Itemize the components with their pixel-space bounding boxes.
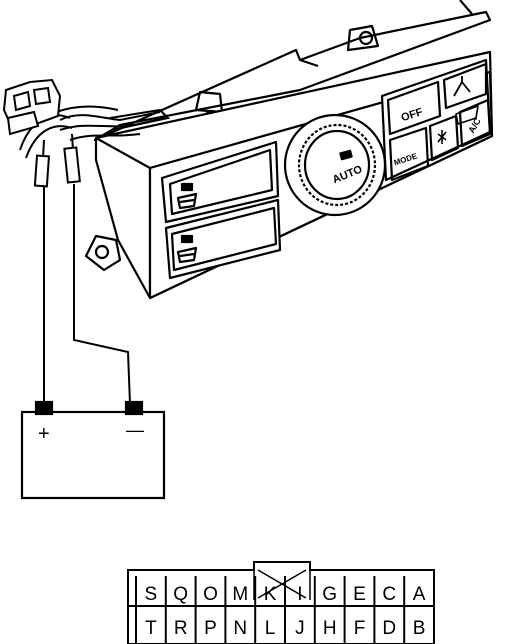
pin-label-a: A [413, 584, 426, 605]
pin-label-k: K [264, 584, 277, 605]
battery-body [20, 410, 166, 500]
pin-label-b: B [413, 618, 426, 639]
harness-connector-plug [2, 78, 62, 136]
recirculation-button[interactable] [442, 62, 488, 110]
temperature-knob[interactable]: AUTO [283, 113, 387, 217]
fresh-air-icon [455, 105, 479, 125]
climate-control-panel: AUTO OFF MODE [84, 0, 494, 300]
fan-speed-button[interactable] [428, 114, 460, 162]
pin-label-d: D [382, 618, 396, 639]
pin-label-h: H [323, 618, 337, 639]
auto-indicator-light [339, 149, 353, 161]
pin-label-m: M [232, 584, 248, 605]
wire-harness [2, 78, 171, 405]
pin-label-i: I [297, 584, 302, 605]
pin-label-n: N [233, 618, 247, 639]
lead-wire-negative [63, 133, 131, 405]
pin-label-j: J [295, 618, 305, 639]
pin-label-q: Q [173, 584, 188, 605]
pin-label-c: C [382, 584, 396, 605]
pin-label-f: F [354, 618, 366, 639]
battery-negative-terminal [124, 400, 144, 416]
pin-label-l: L [265, 618, 276, 639]
pin-label-p: P [204, 618, 217, 639]
panel-rear-bracket [93, 10, 492, 142]
pin-label-o: O [203, 584, 218, 605]
recirculation-icon [453, 76, 471, 97]
battery-negative-label: — [126, 420, 144, 440]
lead-wire-positive [33, 139, 51, 404]
battery-positive-terminal [34, 400, 54, 416]
mounting-tab-top-right [346, 24, 380, 52]
front-defrost-icon [176, 246, 198, 264]
pin-label-g: G [322, 584, 337, 605]
rear-defrost-icon [176, 192, 198, 210]
pin-label-r: R [174, 618, 188, 639]
pin-label-s: S [145, 584, 158, 605]
front-defrost-button[interactable] [164, 198, 282, 280]
connector-key-tab [253, 569, 311, 600]
rear-defrost-button[interactable] [160, 140, 280, 224]
mounting-tab-bottom-left [84, 234, 122, 272]
pin-label-e: E [353, 584, 366, 605]
pin-label-t: T [145, 618, 157, 639]
battery: + — [20, 400, 166, 500]
battery-positive-label: + [38, 423, 50, 445]
fan-icon [437, 130, 447, 144]
